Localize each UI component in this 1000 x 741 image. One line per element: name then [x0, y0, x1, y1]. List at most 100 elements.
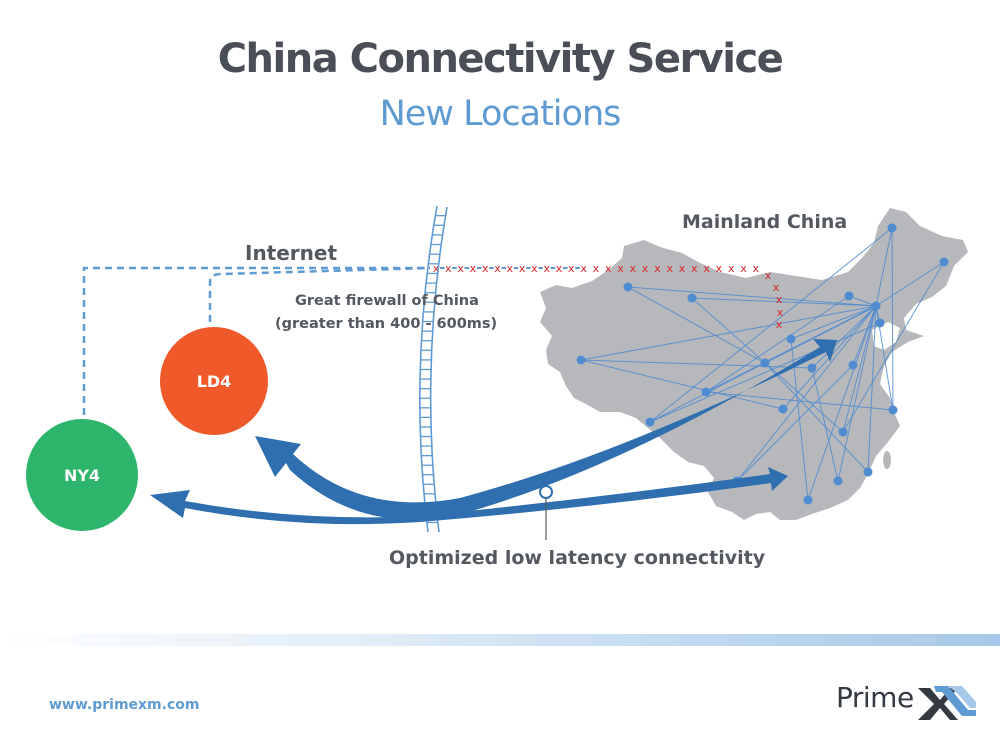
china-map — [540, 208, 968, 520]
firewall-label-line1: Great firewall of China — [295, 293, 479, 309]
blocked-marker: x — [433, 262, 440, 275]
mesh-link — [580, 359, 813, 369]
city-dot — [803, 495, 813, 505]
page-title: China Connectivity Service — [217, 36, 784, 82]
city-dot — [687, 293, 697, 303]
mesh-link — [875, 227, 893, 307]
blocked-marker: x — [679, 262, 686, 275]
blocked-marker: x — [728, 262, 735, 275]
route-china-to-ld4 — [255, 339, 837, 520]
route-china-to-ny4 — [150, 467, 788, 525]
mesh-link — [837, 305, 877, 482]
blocked-marker: x — [470, 262, 477, 275]
ny4-label: NY4 — [64, 466, 100, 485]
city-dot — [576, 355, 586, 365]
blocked-marker: x — [531, 262, 538, 275]
blocked-marker: x — [740, 262, 747, 275]
logo-wordmark: Prime — [836, 681, 914, 714]
blocked-marker: x — [445, 262, 452, 275]
blocked-marker: x — [543, 262, 550, 275]
page-subtitle: New Locations — [379, 94, 622, 134]
city-dot — [848, 360, 858, 370]
blocked-marker: x — [568, 262, 575, 275]
city-dot — [760, 358, 770, 368]
connectivity-label: Optimized low latency connectivity — [389, 547, 766, 569]
city-dot — [807, 363, 817, 373]
mesh-link — [649, 227, 893, 423]
mesh-link — [891, 227, 894, 411]
mesh-link — [848, 295, 877, 307]
mesh-link — [580, 305, 877, 361]
mesh-link — [811, 305, 877, 369]
blocked-marker: x — [642, 262, 649, 275]
mainland-china-label: Mainland China — [682, 211, 847, 233]
mesh-link — [807, 305, 877, 501]
mesh-link — [764, 305, 877, 364]
primexm-logo: Prime — [836, 680, 976, 720]
mesh-link — [790, 305, 877, 340]
mesh-link — [875, 261, 945, 307]
blocked-marker: x — [556, 262, 563, 275]
city-dot — [778, 404, 788, 414]
blocked-marker: x — [494, 262, 501, 275]
internet-path-ld4 — [208, 266, 431, 322]
city-dot — [838, 427, 848, 437]
city-connection-mesh — [580, 227, 945, 501]
internet-label: Internet — [245, 241, 337, 265]
blocked-marker: x — [753, 262, 760, 275]
blocked-marker: x — [703, 262, 710, 275]
city-dot — [623, 282, 633, 292]
city-dot — [875, 318, 885, 328]
blocked-marker: x — [765, 269, 772, 282]
blocked-marker: x — [580, 262, 587, 275]
mesh-link — [649, 322, 881, 423]
city-dot — [887, 223, 897, 233]
city-dot — [645, 417, 655, 427]
mesh-link — [705, 295, 850, 393]
city-dot — [701, 387, 711, 397]
blocked-marker: x — [457, 262, 464, 275]
website-link[interactable]: www.primexm.com — [49, 697, 200, 713]
ld4-node — [160, 327, 268, 435]
mesh-link — [580, 359, 784, 410]
mesh-link — [842, 261, 945, 433]
blocked-marker: x — [777, 306, 784, 319]
blocked-marker: x — [716, 262, 723, 275]
blocked-marker: x — [605, 262, 612, 275]
blocked-marker: x — [630, 262, 637, 275]
blocked-marker: x — [776, 318, 783, 331]
city-dot — [939, 257, 949, 267]
city-dot — [863, 467, 873, 477]
mesh-link — [811, 367, 839, 482]
blocked-marker: x — [617, 262, 624, 275]
blocked-marker: x — [773, 281, 780, 294]
mesh-link — [867, 305, 877, 473]
blocked-marker: x — [654, 262, 661, 275]
mesh-link — [691, 297, 877, 307]
mesh-link — [736, 364, 854, 482]
city-dot — [786, 334, 796, 344]
city-dot — [833, 476, 843, 486]
connectivity-marker — [539, 485, 553, 499]
blocked-marker: x — [519, 262, 526, 275]
internet-path-ny4 — [82, 266, 430, 415]
mesh-link — [764, 362, 869, 473]
blocked-marker: x — [482, 262, 489, 275]
footer-divider — [0, 634, 1000, 646]
logo-mark-icon — [918, 686, 976, 720]
blocked-marker: x — [666, 262, 673, 275]
blocked-marker: x — [593, 262, 600, 275]
mesh-link — [627, 286, 766, 364]
taiwan-island — [883, 451, 891, 469]
city-dot — [888, 405, 898, 415]
blocked-marker: x — [776, 293, 783, 306]
city-dot — [844, 291, 854, 301]
mesh-link — [627, 286, 877, 307]
ld4-label: LD4 — [197, 372, 232, 391]
city-dot — [871, 301, 881, 311]
blocked-marker: x — [507, 262, 514, 275]
firewall-label-line2: (greater than 400 - 600ms) — [275, 316, 497, 332]
